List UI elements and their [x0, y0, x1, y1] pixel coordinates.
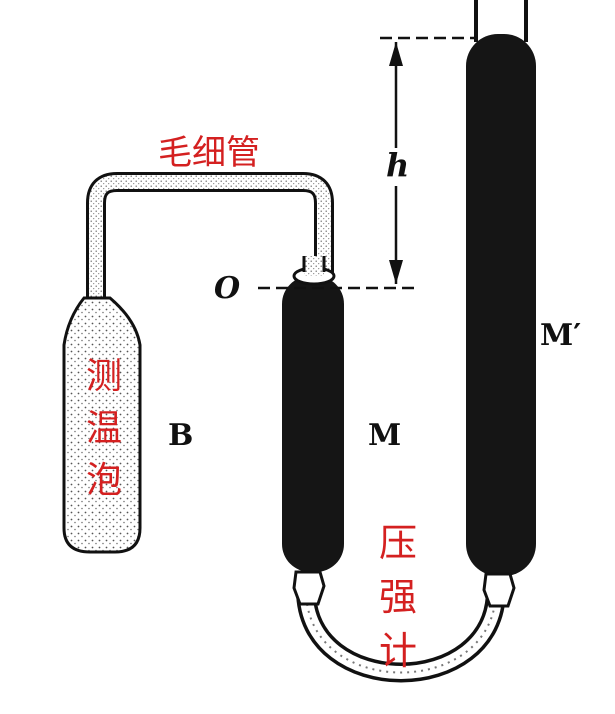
manometer-label-char-2: 强 [379, 575, 417, 619]
bulb-label-char-2: 温 [86, 408, 122, 449]
manometer-column-m-prime [466, 0, 536, 576]
label-m-prime: M′ [540, 318, 581, 353]
manometer-label-char-3: 计 [379, 629, 417, 673]
label-h: h [386, 146, 409, 184]
rubber-hose [292, 570, 516, 683]
manometer-column-m [282, 256, 344, 572]
label-m: M [368, 418, 401, 453]
capillary-label: 毛细管 [158, 133, 260, 173]
label-o: O [214, 271, 240, 306]
bulb-label-char-3: 泡 [86, 460, 122, 501]
manometer-label-char-1: 压 [379, 521, 417, 565]
capillary-tube [86, 172, 334, 300]
bulb-label-char-1: 测 [86, 356, 122, 397]
thermometer-bulb [62, 296, 142, 554]
label-b: B [168, 418, 193, 453]
height-dimension [258, 36, 476, 290]
